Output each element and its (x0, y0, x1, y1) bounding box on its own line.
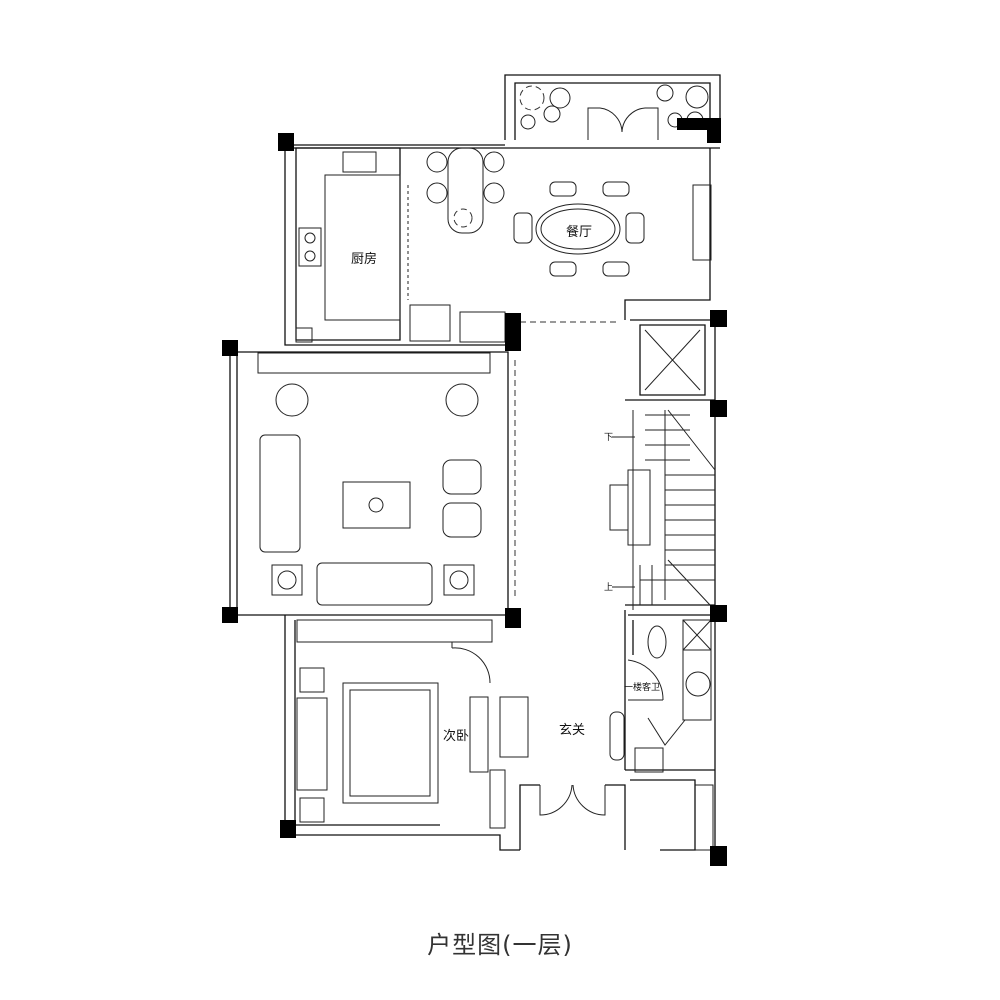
piano (609, 484, 629, 531)
toilet-icon (647, 625, 667, 659)
sofa (259, 434, 301, 553)
coffee-table (342, 481, 411, 529)
room-label-kitchen: 厨房 (351, 252, 378, 267)
shower-tray (634, 747, 664, 773)
plant-icon (543, 105, 561, 123)
stove-icon (298, 227, 322, 267)
plant-icon (519, 85, 545, 111)
stairs (609, 319, 716, 860)
stairs-up-label: 上 (604, 583, 614, 593)
living-room (229, 345, 516, 616)
stairs-down-label: 下 (604, 433, 614, 443)
plant-icon (685, 85, 709, 109)
plant-icon (520, 114, 536, 130)
bedroom (284, 615, 529, 851)
room-label-guest-bath: 一楼客卫 (624, 683, 661, 693)
dining-room (409, 147, 712, 343)
room-label-foyer: 玄关 (559, 723, 586, 738)
bed (349, 689, 431, 797)
plan-title: 户型图(一层) (427, 931, 573, 959)
plant-icon (656, 84, 674, 102)
bar-counter (447, 147, 484, 234)
foyer (519, 610, 715, 850)
sofa (316, 562, 433, 606)
wardrobe (296, 619, 493, 643)
sink-icon (342, 151, 377, 173)
kitchen (284, 144, 720, 346)
dining-table (535, 203, 621, 255)
plant-icon (549, 87, 571, 109)
room-label-dining: 餐厅 (566, 225, 593, 240)
sink-icon (685, 671, 711, 697)
guest-bath (609, 614, 714, 851)
balcony (504, 74, 721, 140)
room-label-bedroom: 次卧 (443, 729, 470, 744)
structural-columns (222, 118, 727, 866)
